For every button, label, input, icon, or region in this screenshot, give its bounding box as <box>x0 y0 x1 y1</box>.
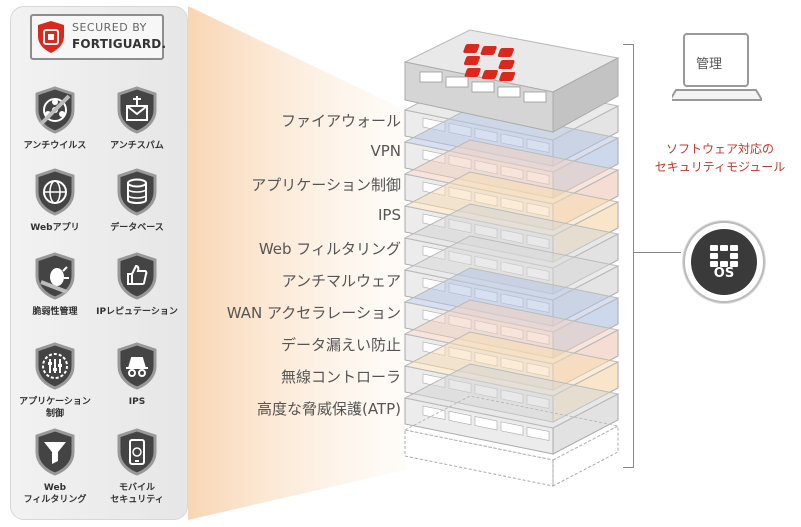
service-vulnerability: 脆弱性管理 <box>12 252 98 318</box>
layer-label: WAN アクセラレーション <box>226 304 401 322</box>
layer-label: 高度な脅威保護(ATP) <box>256 400 401 418</box>
badge-line2: FORTIGUARD. <box>72 37 167 51</box>
service-label: アンチウイルス <box>23 141 87 151</box>
service-web-filtering: Web フィルタリング <box>12 428 98 506</box>
service-label: アプリケーション 制御 <box>19 397 91 419</box>
service-ips: IPS <box>94 342 180 408</box>
biohazard-icon <box>35 86 75 134</box>
envelope-anchor-icon <box>117 86 157 134</box>
service-label: データベース <box>110 223 164 233</box>
service-label: アンチスパム <box>110 141 164 151</box>
module-caption: ソフトウェア対応の セキュリティモジュール <box>654 142 786 174</box>
layer-label: Web フィルタリング <box>258 240 401 258</box>
service-label: Web フィルタリング <box>23 483 87 505</box>
os-label: OS <box>713 266 735 281</box>
os-badge: OS <box>683 221 765 303</box>
bug-icon <box>35 252 75 300</box>
spy-icon <box>117 342 157 390</box>
stack-layer <box>403 363 620 455</box>
badge-line1: SECURED BY <box>72 21 147 34</box>
port-block <box>419 71 443 83</box>
service-app-control: アプリケーション 制御 <box>12 342 98 420</box>
sliders-icon <box>35 342 75 390</box>
service-database: データベース <box>94 168 180 234</box>
empty-slot-side <box>552 425 619 487</box>
port-block <box>523 91 547 103</box>
service-label: 脆弱性管理 <box>32 307 78 317</box>
mobile-icon <box>117 428 157 476</box>
port-block <box>445 76 469 88</box>
funnel-icon <box>35 428 75 476</box>
layer-label: 無線コントローラ <box>280 368 401 386</box>
os-logo-icon <box>710 245 738 267</box>
layer-label: アンチマルウェア <box>281 272 401 290</box>
layer-label: VPN <box>370 142 401 160</box>
service-label: IPS <box>128 397 146 407</box>
fortinet-logo-icon <box>463 44 516 81</box>
fortiguard-badge: SECURED BY FORTIGUARD. <box>30 14 167 60</box>
laptop-icon <box>672 33 762 101</box>
service-label: モバイル セキュリティ <box>110 483 164 505</box>
fortiguard-shield-icon <box>38 21 64 53</box>
layer-label: ファイアウォール <box>280 112 401 130</box>
layer-label: アプリケーション制御 <box>251 176 401 194</box>
thumbs-icon <box>117 252 157 300</box>
stack-bracket <box>623 44 634 468</box>
service-antispam: アンチスパム <box>94 86 180 152</box>
service-label: IPレピュテーション <box>96 307 178 317</box>
port-block <box>471 81 495 93</box>
bracket-connector <box>633 252 681 253</box>
service-mobile-security: モバイル セキュリティ <box>94 428 180 506</box>
port-block <box>497 86 521 98</box>
layer-label: データ漏えい防止 <box>280 336 401 354</box>
os-inner <box>691 229 757 295</box>
service-label: Webアプリ <box>30 223 80 233</box>
service-antivirus: アンチウイルス <box>12 86 98 152</box>
layer-label: IPS <box>378 206 401 224</box>
database-icon <box>117 168 157 216</box>
globe-icon <box>35 168 75 216</box>
management-label: 管理 <box>696 57 723 72</box>
service-webapp: Webアプリ <box>12 168 98 234</box>
service-ip-reputation: IPレピュテーション <box>94 252 180 318</box>
